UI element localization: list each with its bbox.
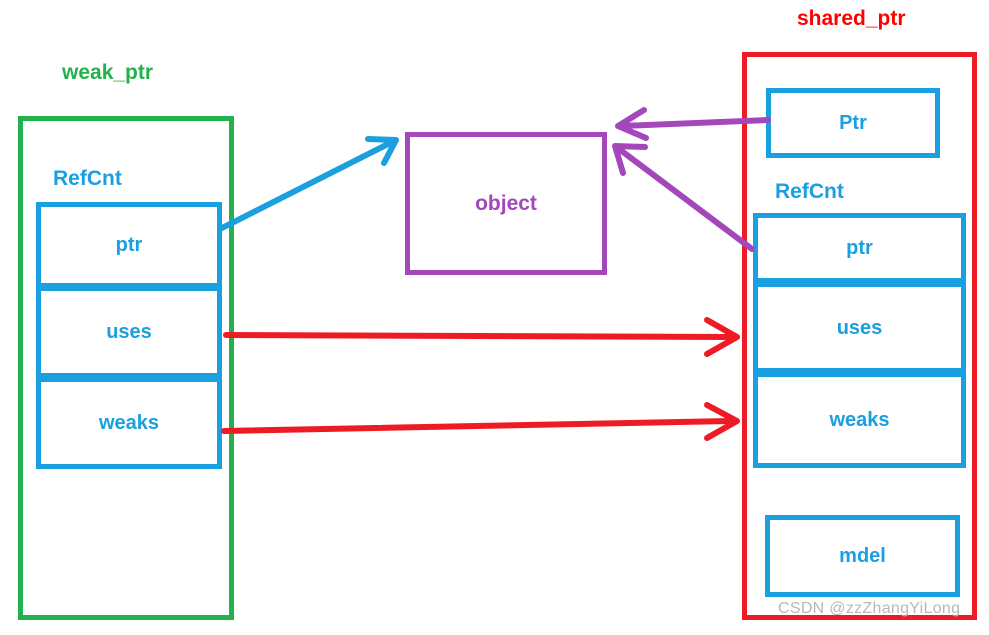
shared-ptr-title: shared_ptr xyxy=(797,7,906,30)
shared-ptr-field-mdel-label: mdel xyxy=(839,545,886,567)
shared-ptr-refcnt-caption: RefCnt xyxy=(775,180,844,203)
arrow-weak-uses-to-shared-uses xyxy=(223,317,740,357)
arrow-weak-weaks-to-shared-weaks xyxy=(221,402,740,441)
arrow-weak-ptr-to-object xyxy=(219,136,399,231)
weak-ptr-field-ptr-label: ptr xyxy=(115,234,143,256)
shared-ptr-field-uses-label: uses xyxy=(836,316,883,339)
shared-ptr-field-ptr: ptr xyxy=(753,213,966,283)
shared-ptr-field-mdel: mdel xyxy=(765,515,960,597)
shared-ptr-container xyxy=(742,52,977,620)
shared-ptr-field-Ptr: Ptr xyxy=(766,88,940,158)
object-label: object xyxy=(475,192,537,215)
object-box: object xyxy=(405,132,607,275)
shared-ptr-field-weaks-label: weaks xyxy=(829,409,890,431)
arrow-shared-refcnt-ptr-to-object xyxy=(612,143,755,252)
weak-ptr-field-uses: uses xyxy=(36,286,222,378)
shared-ptr-field-weaks: weaks xyxy=(753,372,966,468)
weak-ptr-field-uses-label: uses xyxy=(106,321,152,343)
shared-ptr-field-Ptr-label: Ptr xyxy=(839,112,867,134)
weak-ptr-container xyxy=(18,116,234,620)
weak-ptr-field-weaks: weaks xyxy=(36,377,222,469)
shared-ptr-field-uses: uses xyxy=(753,282,966,373)
weak-ptr-title: weak_ptr xyxy=(62,61,154,84)
watermark: CSDN @zzZhangYiLong xyxy=(778,600,961,617)
weak-ptr-field-weaks-label: weaks xyxy=(98,412,160,434)
weak-ptr-field-ptr: ptr xyxy=(36,202,222,288)
weak-ptr-refcnt-caption: RefCnt xyxy=(53,167,122,190)
shared-ptr-field-ptr-label: ptr xyxy=(846,237,873,259)
